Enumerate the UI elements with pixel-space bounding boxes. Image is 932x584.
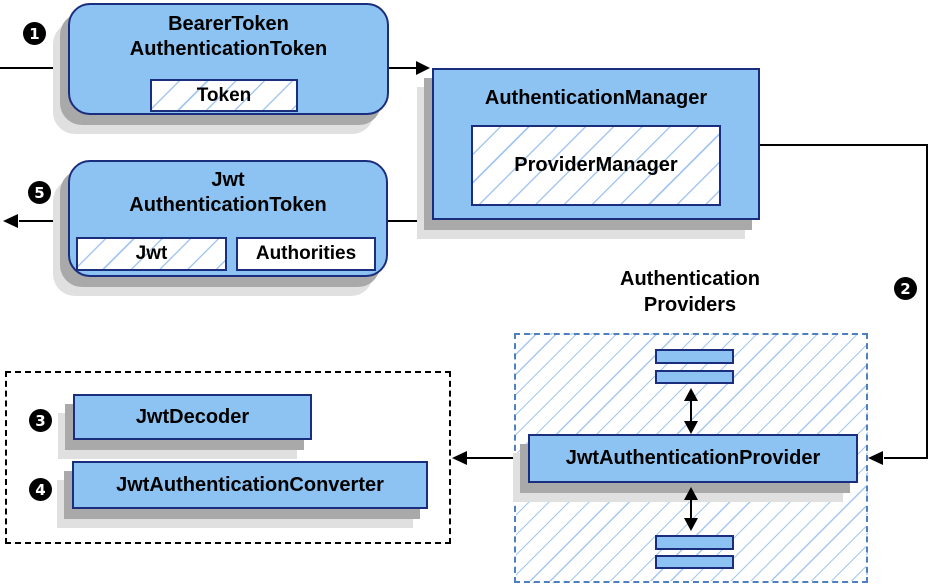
- step-badge-5: 5: [28, 181, 51, 204]
- flow-line-right-down: [926, 144, 928, 458]
- arrowhead-out-left-icon: [3, 214, 18, 228]
- flow-line-manager-to-jwttoken: [385, 220, 433, 222]
- authentication-providers-label-line1: Authentication: [620, 268, 760, 290]
- authentication-providers-label-line2: Providers: [643, 294, 737, 316]
- flow-line-manager-right: [759, 144, 928, 146]
- bearer-token-title-line2: AuthenticationToken: [129, 38, 328, 60]
- step-badge-2: 2: [894, 277, 917, 300]
- jwt-token-title-line1: Jwt: [211, 169, 245, 191]
- decoder-converter-group: JwtDecoder JwtAuthenticationConverter: [5, 371, 451, 544]
- arrowhead-into-manager-icon: [416, 61, 430, 75]
- jwt-authentication-token-node: Jwt AuthenticationToken Jwt Authorities: [68, 160, 388, 277]
- jwt-authentication-provider-node: JwtAuthenticationProvider: [528, 434, 858, 483]
- provider-placeholder-bar-top-2: [655, 370, 734, 384]
- double-arrow-top-up-icon: [684, 388, 698, 401]
- flow-line-request-in: [0, 67, 66, 69]
- authentication-providers-group: JwtAuthenticationProvider: [514, 333, 868, 583]
- step-badge-4: 4: [29, 478, 52, 501]
- provider-placeholder-bar-bottom-1: [655, 535, 734, 550]
- flow-line-jwttoken-out: [19, 220, 68, 222]
- double-arrow-bottom-up-icon: [684, 487, 698, 500]
- arrowhead-into-decoders-icon: [452, 451, 467, 465]
- double-arrow-bottom-line: [690, 498, 692, 520]
- arrowhead-into-provider-icon: [868, 451, 883, 465]
- jwt-decoder-node: JwtDecoder: [73, 394, 312, 440]
- jwt-field: Jwt: [76, 237, 227, 271]
- flow-line-bearer-to-manager: [389, 67, 417, 69]
- flow-line-provider-to-decoders: [467, 457, 528, 459]
- provider-placeholder-bar-bottom-2: [655, 555, 734, 569]
- flow-line-into-provider: [884, 457, 928, 459]
- step-badge-1: 1: [23, 22, 46, 45]
- authentication-providers-label: Authentication Providers: [565, 266, 815, 318]
- jwt-token-title: Jwt AuthenticationToken: [70, 168, 386, 218]
- authentication-manager-title: AuthenticationManager: [484, 87, 708, 109]
- double-arrow-bottom-down-icon: [684, 518, 698, 531]
- authorities-field: Authorities: [236, 237, 376, 271]
- double-arrow-top-line: [690, 399, 692, 424]
- bearer-token-title: BearerToken AuthenticationToken: [70, 12, 387, 62]
- token-field: Token: [150, 79, 298, 112]
- double-arrow-top-down-icon: [684, 421, 698, 434]
- step-badge-3: 3: [29, 409, 52, 432]
- provider-placeholder-bar-top-1: [655, 349, 734, 364]
- jwt-authentication-converter-node: JwtAuthenticationConverter: [72, 461, 428, 509]
- authentication-manager-node: AuthenticationManager ProviderManager: [432, 68, 760, 220]
- bearer-token-title-line1: BearerToken: [168, 13, 289, 35]
- bearer-token-authentication-token-node: BearerToken AuthenticationToken Token: [68, 3, 389, 115]
- jwt-token-title-line2: AuthenticationToken: [129, 194, 327, 216]
- provider-manager-field: ProviderManager: [471, 125, 721, 206]
